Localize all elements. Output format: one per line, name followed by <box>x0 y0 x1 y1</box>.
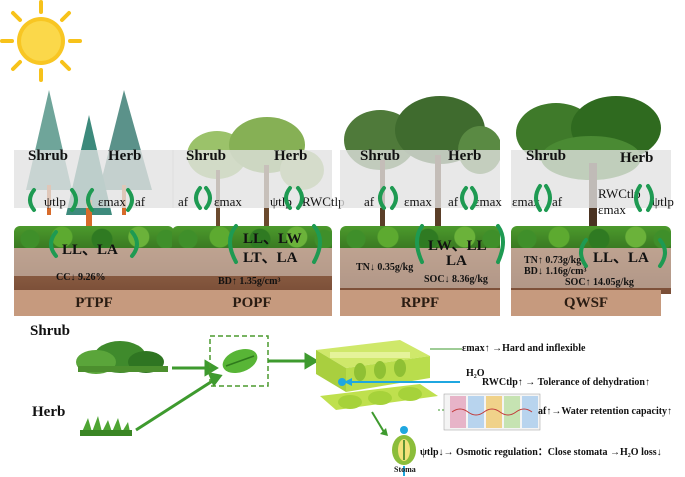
curved-arrow-icon <box>49 230 58 258</box>
soil-overlay <box>511 248 671 288</box>
soil-property-label: CC↓ 9.26% <box>56 272 106 283</box>
herb-label: Herb <box>108 148 142 164</box>
water-drop-icon <box>338 378 346 386</box>
curved-arrow-icon <box>194 186 202 210</box>
trait-label: εmax <box>214 194 242 209</box>
stoma-label: Stoma <box>394 465 416 474</box>
curved-arrow-icon <box>470 186 478 210</box>
leaf-trait-label: LA <box>446 253 467 269</box>
trait-label: RWCtlp <box>302 194 345 209</box>
trait-label: εmax <box>474 194 502 209</box>
curved-arrow-icon <box>460 186 468 210</box>
mechanism-diagram <box>76 335 541 476</box>
effect-text: ψtlp↓→ Osmotic regulation：Close stomata … <box>420 447 662 458</box>
trait-box <box>340 150 500 208</box>
curved-arrow-icon <box>544 184 552 212</box>
soil-overlay <box>172 248 332 276</box>
curved-arrow-icon <box>204 186 212 210</box>
trait-label: εmax <box>598 202 626 217</box>
trait-label: εmax <box>512 194 540 209</box>
curved-arrow-icon <box>534 184 542 212</box>
trait-label: ψtlp <box>44 194 66 209</box>
trait-label: RWCtlp <box>598 186 641 201</box>
soil-property-label: SOC↑ 14.05g/kg <box>565 277 634 288</box>
curved-arrow-icon <box>312 224 322 264</box>
curved-arrow-icon <box>646 184 654 212</box>
trait-box <box>172 150 332 208</box>
shrub-image <box>76 341 168 374</box>
curved-arrow-icon <box>130 230 139 258</box>
trait-label: εmax <box>404 194 432 209</box>
grass-layer <box>511 226 671 248</box>
curved-arrow-icon <box>390 186 398 210</box>
shrub-label: Shrub <box>186 148 227 164</box>
trait-label: af <box>364 194 375 209</box>
soil-overlay <box>14 248 174 276</box>
leaf-trait-label: LW、LL <box>428 238 487 254</box>
water-label: H₂O <box>466 368 485 379</box>
effect-text: εmax↑ →Hard and inflexible <box>462 343 586 354</box>
herb-label: Herb <box>274 148 308 164</box>
curved-arrow-icon <box>378 186 386 210</box>
soil-property-label: BD↑ 1.35g/cm³ <box>218 276 281 287</box>
herb-image <box>80 416 132 436</box>
herb-label: Herb <box>448 148 482 164</box>
leaf-trait-label: LL、LA <box>62 242 118 258</box>
effect-text: RWCtlp↑ → Tolerance of dehydration↑ <box>482 377 650 388</box>
site-label: QWSF <box>511 290 661 316</box>
trait-label: ψtlp <box>652 194 674 209</box>
shrub-heading: Shrub <box>30 323 71 339</box>
curved-arrow-icon <box>579 238 588 268</box>
grass-layer <box>340 226 500 248</box>
grass-layer <box>172 226 332 248</box>
shrub-label: Shrub <box>526 148 567 164</box>
site-panel-qwsf: QWSF <box>511 96 671 316</box>
site-panel-popf: POPF <box>172 117 332 316</box>
curved-arrow-icon <box>634 184 642 212</box>
effect-text: af↑→Water retention capacity↑ <box>538 406 673 417</box>
soil-property-label: SOC↓ 8.36g/kg <box>424 274 488 285</box>
cell-wall-image <box>443 393 541 431</box>
curved-arrow-icon <box>415 224 424 264</box>
curved-arrow-icon <box>228 224 238 264</box>
shrub-label: Shrub <box>360 148 401 164</box>
site-panel-ptpf: PTPF <box>14 90 174 316</box>
curved-arrow-icon <box>496 224 505 264</box>
curved-arrow-icon <box>126 188 134 212</box>
herb-label: Herb <box>620 150 654 166</box>
trait-label: εmax <box>98 194 126 209</box>
soil-property-label: BD↓ 1.16g/cm³ <box>524 266 587 277</box>
trait-label: af <box>552 194 563 209</box>
herb-heading: Herb <box>32 404 66 420</box>
leaf-trait-label: LT、LA <box>243 250 298 266</box>
curved-arrow-icon <box>296 186 304 210</box>
curved-arrow-icon <box>86 188 94 212</box>
site-label: POPF <box>172 290 332 316</box>
curved-arrow-icon <box>70 188 78 212</box>
leaf-trait-label: LL、LA <box>593 250 649 266</box>
leaf-cross-section-image <box>316 340 438 410</box>
curved-arrow-icon <box>284 186 292 210</box>
trait-box <box>14 150 174 208</box>
leaf-trait-label: LL、LW <box>243 231 302 247</box>
sun-icon <box>0 0 82 82</box>
curved-arrow-icon <box>28 188 36 212</box>
site-label: PTPF <box>14 290 174 316</box>
stoma-icon <box>392 426 416 476</box>
site-label: RPPF <box>340 290 500 316</box>
trait-label: af <box>178 194 189 209</box>
trait-label: af <box>135 194 146 209</box>
trait-label: af <box>448 194 459 209</box>
soil-property-label: TN↓ 0.35g/kg <box>356 262 414 273</box>
shrub-label: Shrub <box>28 148 69 164</box>
curved-arrow-icon <box>658 238 667 268</box>
soil-property-label: TN↑ 0.73g/kg <box>524 255 582 266</box>
